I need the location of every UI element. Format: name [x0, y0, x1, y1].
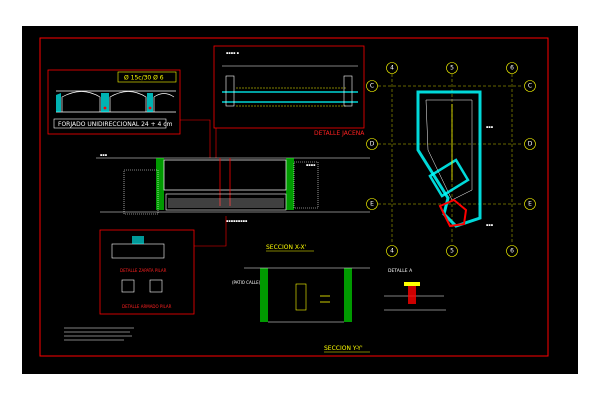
- detail-a-cap: [404, 282, 420, 286]
- grid-bubble-5-top: 5: [450, 65, 454, 72]
- plan-bay: [428, 158, 470, 198]
- grid-bubble-6-top: 6: [510, 65, 514, 72]
- section-yy: SECCION X-X' (PATIO CALLE) SECCION Y-Y': [232, 244, 370, 353]
- pit-hatch: [168, 198, 284, 208]
- level-mark: ▪▪▪▪: [306, 163, 316, 167]
- forjado-caption-box: [53, 118, 167, 129]
- pit-outline: [163, 159, 287, 191]
- viga-column-right: [343, 75, 353, 107]
- detail-a: DETALLE A: [384, 268, 446, 311]
- grid-bubble-d-left: D: [370, 141, 375, 148]
- grid-bubble-4-top: 4: [390, 65, 394, 72]
- grid-bubble-d-right: D: [528, 141, 533, 148]
- leader-line: [194, 216, 227, 247]
- forjado-vigueta-3: [147, 93, 153, 112]
- plan-dimension: ▪▪▪: [486, 125, 494, 129]
- forjado-vigueta-1: [56, 93, 61, 112]
- left-wall: [156, 158, 164, 210]
- forjado-bovedilla-3: [153, 93, 175, 112]
- model-space: [22, 26, 578, 374]
- detail-a-title: DETALLE A: [388, 268, 413, 274]
- section-yy-left-wall: [260, 268, 268, 322]
- viga-column-left: [225, 75, 235, 107]
- right-footing: [293, 161, 319, 209]
- notes-block: [64, 327, 134, 341]
- grid-bubble-c-right: C: [528, 83, 532, 90]
- forjado-detail: Ø 15c/30 Ø 6 FORJADO UNIDIRECCIONAL 24 +…: [47, 69, 181, 135]
- plan-inner-wall: [425, 99, 473, 201]
- grid-bubble-6-bottom: 6: [510, 248, 514, 255]
- section-yy-stair: [295, 283, 307, 311]
- grid-bubble-e-left: E: [370, 201, 374, 208]
- grid-bubble-5-bottom: 5: [450, 248, 454, 255]
- grid-bubble-c-left: C: [370, 83, 374, 90]
- zapata-pedestal: [132, 236, 144, 244]
- viga-caption: DETALLE JACENA: [314, 130, 365, 137]
- plan-red-element: [438, 198, 468, 228]
- viga-note: ▪▪▪▪ ▪: [226, 51, 240, 55]
- left-footing: [123, 169, 159, 215]
- section-yy-right-wall: [344, 268, 352, 322]
- forjado-label-box: [117, 71, 177, 83]
- plan-dimension: ▪▪▪: [486, 223, 494, 227]
- forjado-bovedilla-2: [109, 91, 147, 112]
- zapata-caption-2: DETALLE ARMADO PILAR: [122, 304, 172, 309]
- section-xx-title: SECCION X-X': [266, 244, 307, 251]
- zapata-detail-frame: [99, 229, 195, 315]
- pilar-section-2: [149, 279, 163, 293]
- viga-detail: ▪▪▪▪ ▪ DETALLE JACENA: [213, 45, 365, 137]
- forjado-bovedilla-1: [61, 91, 101, 112]
- forjado-rebar-dot: [148, 106, 152, 110]
- plan-view: ▪▪▪ ▪▪▪: [378, 74, 522, 244]
- main-section: ▪▪▪ ▪▪▪▪ ▪▪▪▪▪▪▪▪▪: [96, 153, 370, 223]
- leader-line: [180, 119, 211, 158]
- viga-detail-frame: [213, 45, 365, 129]
- section-yy-title: SECCION Y-Y': [324, 345, 363, 352]
- right-wall: [286, 158, 294, 210]
- grid-bubble-e-right: E: [528, 201, 532, 208]
- detail-a-block: [408, 286, 416, 304]
- forjado-detail-frame: [47, 69, 181, 135]
- forjado-rebar-label: Ø 15c/30 Ø 6: [124, 75, 164, 82]
- forjado-rebar-dot: [103, 106, 107, 110]
- plan-outer-wall: [416, 90, 482, 228]
- section-yy-note: (PATIO CALLE): [232, 280, 261, 285]
- pit-floor: [165, 193, 287, 211]
- grid-bubbles: 4 5 6 4 5 6 C D E C D E: [366, 62, 536, 257]
- forjado-vigueta-2: [101, 93, 109, 112]
- sheet-frame: [39, 37, 549, 357]
- level-mark: ▪▪▪▪▪▪▪▪▪: [226, 219, 248, 223]
- level-mark: ▪▪▪: [100, 153, 108, 157]
- grid-bubble-4-bottom: 4: [390, 248, 394, 255]
- forjado-caption: FORJADO UNIDIRECCIONAL 24 + 4 cm: [58, 121, 173, 128]
- zapata-detail: DETALLE ZAPATA PILAR DETALLE ARMADO PILA…: [99, 229, 195, 315]
- zapata-caption-1: DETALLE ZAPATA PILAR: [120, 268, 167, 273]
- pilar-section-1: [121, 279, 135, 293]
